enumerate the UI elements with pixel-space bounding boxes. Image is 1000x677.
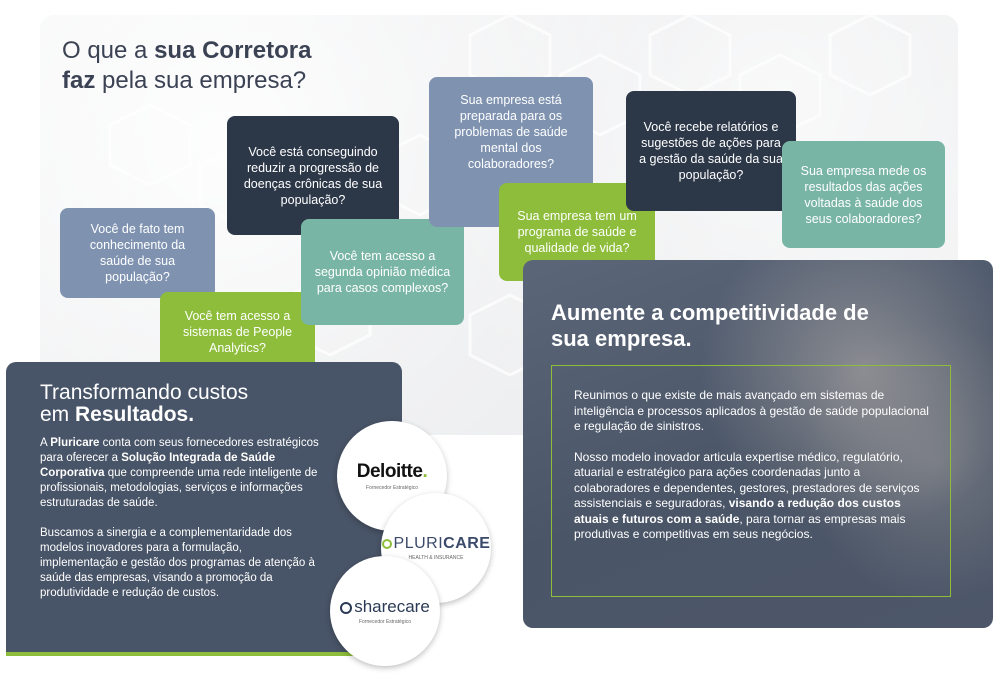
green-accent-bar (6, 652, 402, 656)
panel-heading: Aumente a competitividade de sua empresa… (551, 300, 869, 351)
question-text: Você está conseguindo reduzir a progress… (243, 144, 383, 207)
question-card-relatorios: Você recebe relatórios e sugestões de aç… (626, 91, 796, 211)
sharecare-logo: sharecare Fornecedor Estratégico (330, 556, 440, 666)
question-card-people-analytics: Você tem acesso a sistemas de People Ana… (160, 292, 315, 372)
question-text: Você tem acesso a sistemas de People Ana… (182, 309, 293, 355)
panel-body-box: Reunimos o que existe de mais avançado e… (551, 365, 951, 597)
pluricare-icon (381, 538, 392, 549)
sharecare-icon (340, 601, 353, 614)
panel-heading: Transformando custos em Resultados. (40, 381, 249, 426)
panel-body: A Pluricare conta com seus fornecedores … (40, 436, 320, 616)
question-card-segunda-opiniao: Você tem acesso a segunda opinião médica… (301, 219, 464, 325)
question-text: Você de fato tem conhecimento da saúde d… (89, 222, 186, 284)
competitividade-panel: Aumente a competitividade de sua empresa… (523, 260, 993, 628)
paragraph: A Pluricare conta com seus fornecedores … (40, 437, 319, 509)
question-text: Sua empresa tem um programa de saúde e q… (517, 209, 637, 255)
pluricare-logo: PLURICARE HEALTH & INSURANCE (381, 493, 491, 603)
question-text: Você recebe relatórios e sugestões de aç… (639, 120, 783, 182)
transformando-panel: Transformando custos em Resultados. A Pl… (6, 362, 402, 656)
paragraph: Buscamos a sinergia e a complementaridad… (40, 527, 315, 599)
question-text: Sua empresa está preparada para os probl… (454, 93, 568, 171)
page-title: O que a sua Corretora faz pela sua empre… (62, 37, 312, 94)
paragraph: Reunimos o que existe de mais avançado e… (574, 388, 929, 433)
question-card-mede-resultados: Sua empresa mede os resultados das ações… (782, 141, 945, 248)
question-text: Você tem acesso a segunda opinião médica… (314, 249, 451, 295)
question-text: Sua empresa mede os resultados das ações… (800, 163, 927, 226)
question-card-doencas-cronicas: Você está conseguindo reduzir a progress… (227, 116, 399, 235)
question-card-conhecimento: Você de fato tem conhecimento da saúde d… (60, 208, 215, 298)
paragraph: Nosso modelo inovador articula expertise… (574, 449, 920, 542)
